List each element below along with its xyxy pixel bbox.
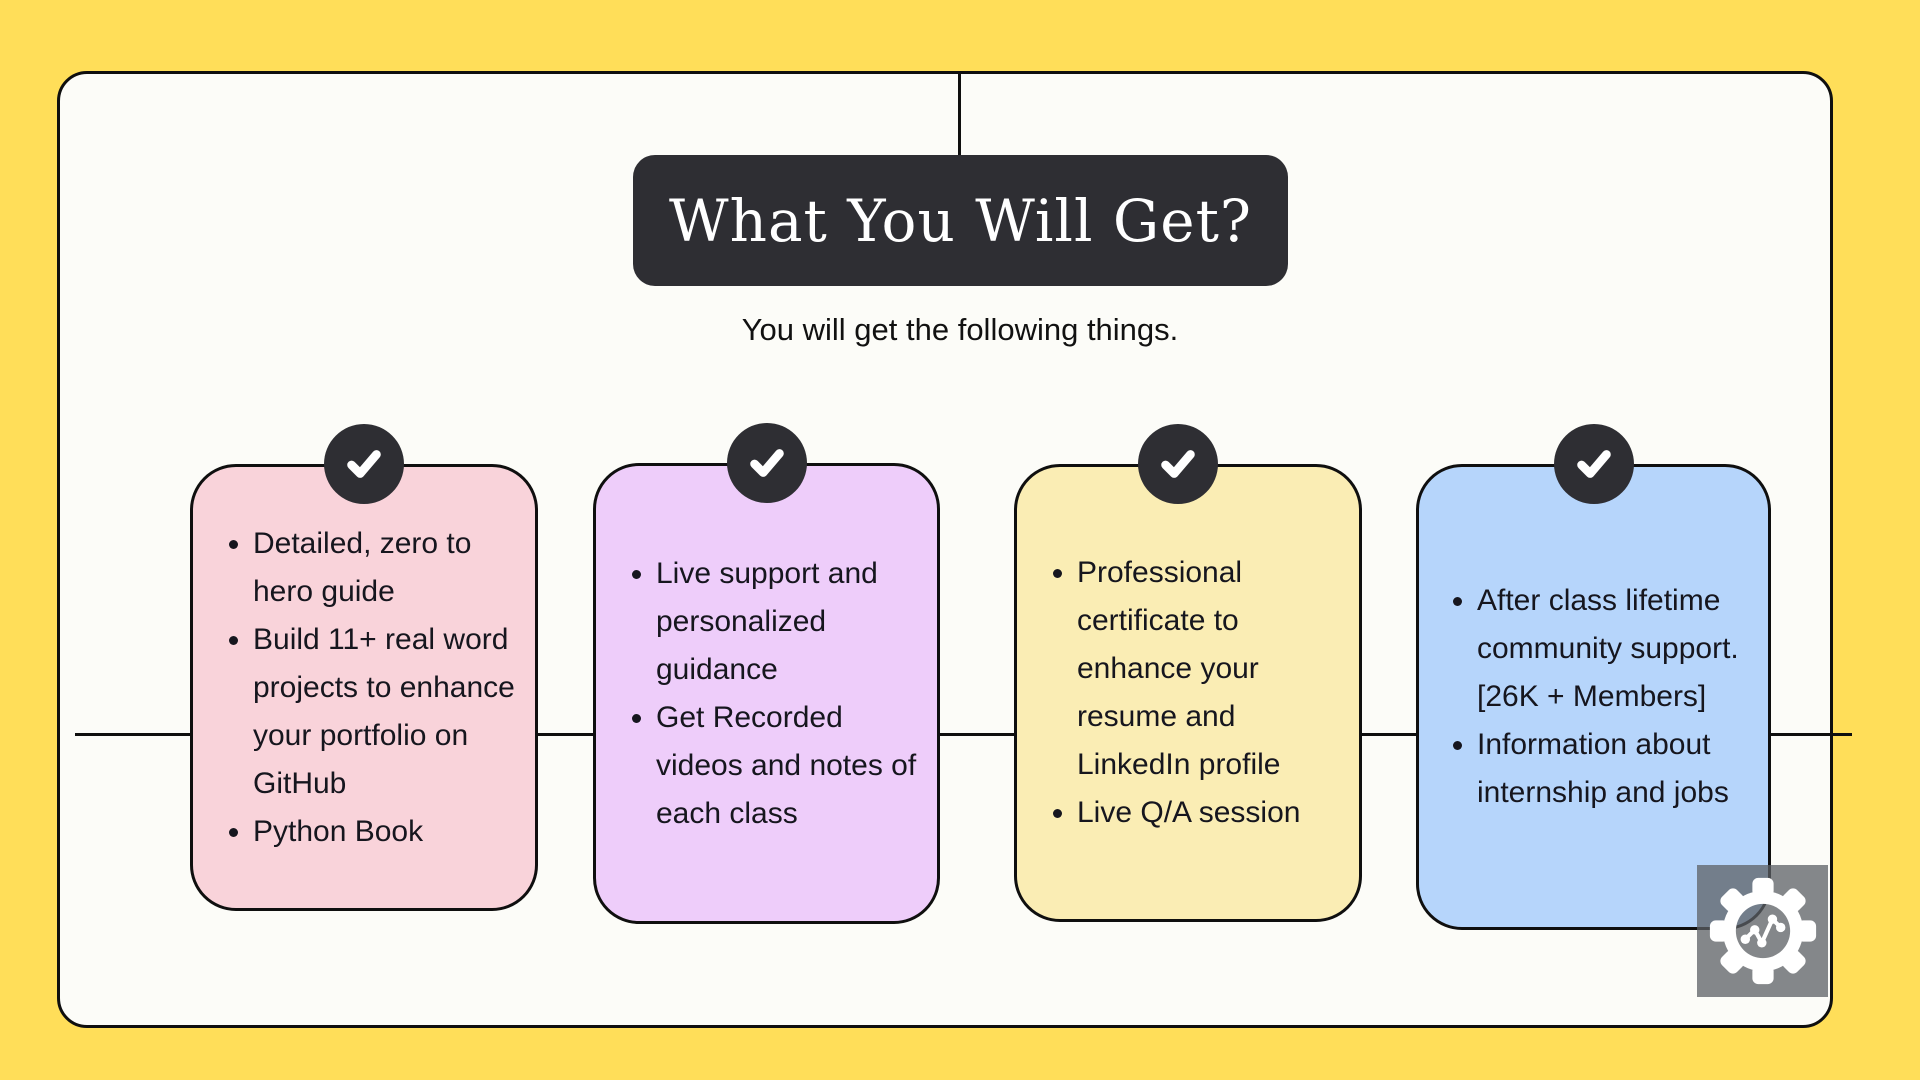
benefit-item: Build 11+ real word projects to enhance … [253,616,533,808]
benefit-list: Detailed, zero to hero guide Build 11+ r… [193,520,535,856]
benefit-item: Detailed, zero to hero guide [253,520,533,616]
horizontal-connector-line [75,733,1852,736]
benefit-item: Information about internship and jobs [1477,721,1764,817]
gear-chart-logo-icon [1697,865,1828,997]
benefit-item: Professional certificate to enhance your… [1077,549,1345,789]
benefit-item: Python Book [253,808,533,856]
benefit-card-purple: Live support and personalized guidance G… [593,463,940,924]
benefit-item: Live Q/A session [1077,789,1345,837]
benefit-card-pink: Detailed, zero to hero guide Build 11+ r… [190,464,538,911]
benefit-list: Professional certificate to enhance your… [1017,549,1359,837]
benefit-item: After class lifetime community support. … [1477,577,1764,721]
check-icon [727,423,807,503]
benefit-card-blue: After class lifetime community support. … [1416,464,1771,930]
check-icon [1554,424,1634,504]
check-icon [1138,424,1218,504]
top-connector-line [958,72,961,157]
check-icon [324,424,404,504]
benefit-item: Live support and personalized guidance [656,550,923,694]
benefit-item: Get Recorded videos and notes of each cl… [656,694,923,838]
title-box: What You Will Get? [633,155,1288,286]
benefit-card-yellow: Professional certificate to enhance your… [1014,464,1362,922]
benefit-list: After class lifetime community support. … [1419,577,1768,817]
benefit-list: Live support and personalized guidance G… [596,550,937,838]
subtitle: You will get the following things. [741,312,1179,347]
page-title: What You Will Get? [669,186,1252,255]
